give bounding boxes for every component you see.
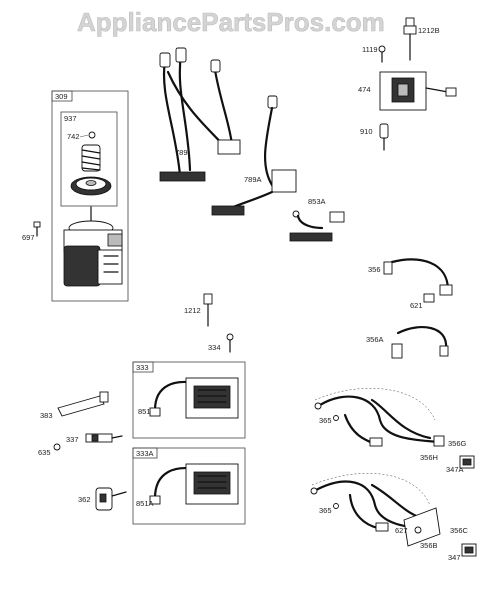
harness-789: 789 [159,47,241,182]
label-356C: 356C [450,526,469,535]
plug-group: 383 337 635 [38,391,123,457]
part-347A-connector [459,455,475,469]
part-337-spark-plug [85,433,123,443]
fasteners-group: 1212 334 [184,293,234,353]
label-789A: 789A [244,175,262,184]
part-1212B-spark-plug-wire-clip [403,17,417,61]
part-333A-ignition-module [185,463,239,505]
part-333-ignition-module [185,377,239,419]
part-635-clip [53,443,61,451]
box-333A-tag [132,447,158,459]
part-697-bolt [33,221,41,237]
label-333A: 333A [136,449,154,458]
label-365-a: 365 [319,416,332,425]
starter-assembly-group: 309 937 742 697 [22,90,129,302]
part-1119-screw [378,45,386,63]
box-333-tag [132,361,154,373]
label-621: 621 [410,301,423,310]
part-starter-gear [70,176,112,196]
label-1212B: 1212B [418,26,440,35]
label-910: 910 [360,127,373,136]
label-742: 742 [67,132,80,141]
label-362: 362 [78,495,91,504]
part-362-gauge [95,487,127,511]
label-383: 383 [40,411,53,420]
ignition-group: 1212B 1119 474 910 [358,17,457,151]
label-356G: 356G [448,439,467,448]
label-1119: 1119 [362,45,378,54]
label-333: 333 [136,363,149,372]
box-309 [51,90,129,302]
wire-set-upper: 365 356G 356H 347A [314,388,475,474]
part-pinion-spring [81,144,101,172]
wire-356-group: 356 621 [368,258,453,310]
label-474: 474 [358,85,371,94]
label-347A: 347A [446,465,464,474]
label-337: 337 [66,435,79,444]
label-1212: 1212 [184,306,201,315]
part-742-clip [88,131,96,139]
part-365-a-screw [333,415,339,421]
wire-853A: 853A [289,197,345,242]
label-334: 334 [208,343,221,352]
wire-356A-group: 356A [366,326,449,359]
label-627: 627 [395,526,408,535]
label-635: 635 [38,448,51,457]
tool-362-group: 362 [78,487,127,511]
part-347-connector [461,543,477,557]
part-627-plate [403,507,441,547]
label-851A: 851A [136,499,154,508]
part-621-clip [423,293,435,303]
part-365-b-screw [333,503,339,509]
leader-742 [79,134,89,138]
part-1212-stud [203,293,213,327]
label-853A: 853A [308,197,326,206]
box-333A [132,447,246,525]
label-309: 309 [55,92,68,101]
label-347: 347 [448,553,461,562]
box-333 [132,361,246,439]
part-474-armature [379,71,457,111]
part-334-screw [226,333,234,353]
label-851: 851 [138,407,151,416]
label-356B: 356B [420,541,438,550]
box-309-tag [51,90,73,102]
label-356H: 356H [420,453,438,462]
module-333-group: 333 851 [132,361,246,439]
part-starter-motor [63,206,123,287]
box-937 [60,111,118,207]
label-365-b: 365 [319,506,332,515]
harness-789A: 789A [211,95,297,216]
label-937: 937 [64,114,77,123]
label-356: 356 [368,265,381,274]
label-697: 697 [22,233,35,242]
part-383-spark-plug-socket [57,391,109,417]
label-356A: 356A [366,335,384,344]
part-910-terminal [379,123,389,151]
module-333A-group: 333A 851A [132,447,246,525]
label-789: 789 [175,148,188,157]
wire-set-lower: 365 627 356C 356B 347 [310,473,477,562]
watermark: AppliancePartsPros.com [77,7,385,37]
